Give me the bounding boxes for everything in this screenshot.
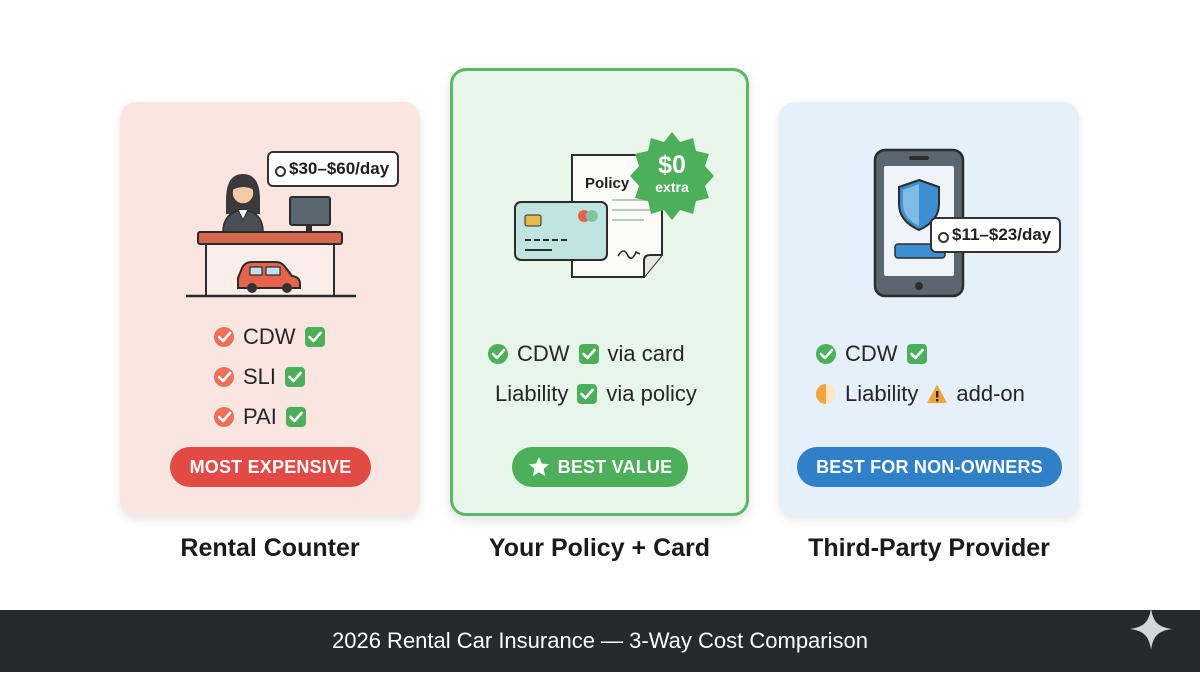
feature-label: CDW — [243, 324, 296, 349]
badge-label: BEST FOR NON-OWNERS — [816, 456, 1043, 477]
feature-suffix: via card — [607, 341, 685, 366]
footer-title: 2026 Rental Car Insurance — 3-Way Cost C… — [332, 628, 868, 653]
car-icon — [237, 261, 301, 293]
feature-row: SLI — [213, 357, 326, 397]
seal-amount: $0 — [658, 151, 686, 179]
agent-icon — [222, 174, 264, 233]
most-expensive-badge: MOST EXPENSIVE — [170, 447, 371, 487]
green-checkbox-icon — [285, 367, 306, 387]
policy-card — [450, 68, 749, 516]
best-value-badge: BEST VALUE — [512, 447, 688, 487]
red-check-icon — [214, 407, 234, 427]
feature-label: CDW — [517, 341, 570, 366]
third-party-price-text: $11–$23/day — [952, 225, 1052, 244]
zero-extra-seal-icon — [630, 132, 714, 220]
rental-price-tag: $30–$60/day — [267, 151, 400, 187]
best-for-non-owners-badge: BEST FOR NON-OWNERS — [797, 447, 1062, 487]
warning-icon — [927, 384, 948, 403]
green-checkbox-icon — [906, 344, 927, 364]
red-check-icon — [214, 367, 234, 387]
feature-label: PAI — [243, 404, 277, 429]
feature-row: CDW — [815, 334, 1025, 374]
green-checkbox-icon — [285, 407, 306, 427]
red-check-icon — [214, 327, 234, 347]
badge-label: BEST VALUE — [557, 456, 673, 477]
footer-bar: 2026 Rental Car Insurance — 3-Way Cost C… — [0, 610, 1200, 672]
green-check-icon — [816, 344, 836, 364]
seal-text: extra — [655, 179, 689, 195]
feature-row: PAI — [213, 397, 326, 437]
feature-row: CDW via card — [487, 334, 697, 374]
policy-features-list: CDW via card Liability via policy — [487, 334, 697, 414]
feature-label: SLI — [243, 364, 277, 389]
shield-icon — [898, 178, 940, 232]
green-checkbox-icon — [578, 344, 599, 364]
feature-label: CDW — [845, 341, 898, 366]
rental-counter-illustration — [186, 174, 356, 298]
rental-counter-title: Rental Counter — [180, 534, 360, 562]
green-checkbox-icon — [304, 327, 325, 347]
feature-row: Liability via policy — [487, 374, 697, 414]
feature-row: CDW — [213, 317, 326, 357]
feature-suffix: via policy — [606, 381, 697, 406]
rental-price-text: $30–$60/day — [289, 159, 390, 178]
policy-doc-title: Policy — [585, 175, 630, 192]
sparkle-icon — [1130, 608, 1172, 650]
feature-label: Liability — [495, 381, 569, 406]
badge-label: MOST EXPENSIVE — [189, 456, 352, 477]
star-icon — [528, 457, 549, 476]
feature-label: Liability — [845, 381, 919, 406]
green-check-icon — [488, 344, 508, 364]
third-party-features-list: CDW Liability add-on — [815, 334, 1025, 414]
policy-illustration: Policy $0 extra — [514, 132, 714, 278]
half-circle-icon — [816, 384, 836, 404]
credit-card-icon — [514, 201, 608, 261]
feature-suffix: add-on — [956, 381, 1025, 406]
third-party-price-tag: $11–$23/day — [930, 217, 1062, 253]
policy-card-title: Your Policy + Card — [488, 534, 711, 562]
monitor-icon — [289, 196, 331, 235]
third-party-title: Third-Party Provider — [808, 534, 1050, 562]
green-checkbox-icon — [577, 384, 598, 404]
rental-features-list: CDW SLI PAI — [213, 317, 326, 437]
feature-row: Liability add-on — [815, 374, 1025, 414]
